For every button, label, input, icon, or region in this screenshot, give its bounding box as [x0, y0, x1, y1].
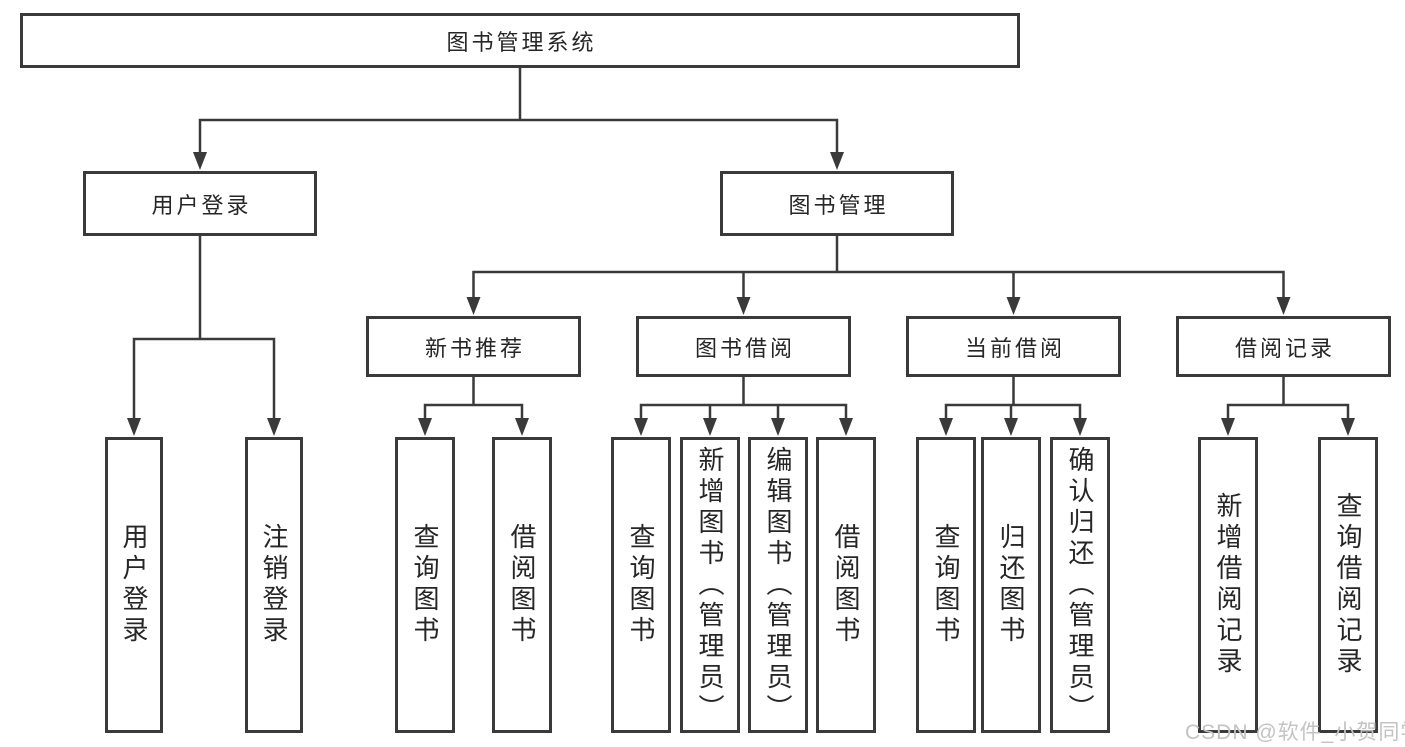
edge-book-management — [472, 234, 1285, 302]
node-label-borrow-books-1: 借阅图书 — [507, 523, 537, 647]
node-query-books-2: 查询图书 — [611, 437, 671, 733]
node-add-books-admin: 新增图书（管理员） — [680, 437, 740, 733]
edge-user-login-branch — [132, 234, 276, 423]
node-book-borrowing: 图书借阅 — [636, 316, 851, 377]
node-label-query-books-3: 查询图书 — [931, 523, 961, 647]
arrowhead-query-borrow-record — [1341, 418, 1355, 436]
arrowhead-query-books-2 — [634, 418, 648, 436]
node-borrow-books-2: 借阅图书 — [816, 437, 876, 733]
node-label-confirm-return-admin: 确认归还（管理员） — [1065, 445, 1095, 725]
node-label-logout-login: 注销登录 — [259, 523, 289, 647]
node-label-new-book-recommend: 新书推荐 — [424, 335, 525, 361]
node-borrowing-records: 借阅记录 — [1176, 316, 1391, 377]
arrowhead-return-books — [1004, 418, 1018, 436]
watermark: CSDN @软件_小贺同学 — [1185, 721, 1405, 744]
node-label-borrowing-records: 借阅记录 — [1234, 335, 1335, 361]
edge-borrowing-records — [1226, 375, 1350, 423]
node-label-user-login: 用户登录 — [119, 523, 149, 647]
arrowhead-logout-login — [267, 418, 281, 436]
node-user-login-branch: 用户登录 — [83, 171, 317, 236]
node-label-book-management: 图书管理 — [788, 192, 889, 218]
node-book-management: 图书管理 — [720, 171, 954, 236]
edge-book-borrowing — [639, 375, 848, 423]
arrowhead-borrow-books-2 — [839, 418, 853, 436]
node-new-book-recommend: 新书推荐 — [366, 316, 581, 377]
node-label-root: 图书管理系统 — [446, 29, 597, 55]
arrowhead-current-borrowing — [1006, 297, 1021, 315]
node-label-user-login-branch: 用户登录 — [151, 192, 252, 218]
node-label-query-borrow-record: 查询借阅记录 — [1333, 492, 1363, 678]
edge-new-book-recommend — [423, 375, 524, 423]
arrowhead-add-books-admin — [703, 418, 717, 436]
node-user-login: 用户登录 — [105, 437, 163, 733]
node-query-borrow-record: 查询借阅记录 — [1318, 437, 1378, 733]
arrowhead-user-login-branch — [193, 152, 207, 170]
arrowhead-query-books-1 — [418, 418, 432, 436]
node-confirm-return-admin: 确认归还（管理员） — [1050, 437, 1110, 733]
arrowhead-user-login — [127, 418, 141, 436]
node-label-current-borrowing: 当前借阅 — [964, 335, 1065, 361]
node-label-add-borrow-record: 新增借阅记录 — [1213, 492, 1243, 678]
node-logout-login: 注销登录 — [245, 437, 303, 733]
node-label-query-books-2: 查询图书 — [626, 523, 656, 647]
node-label-book-borrowing: 图书借阅 — [694, 335, 795, 361]
edge-root — [198, 66, 839, 157]
arrowhead-confirm-return-admin — [1073, 418, 1087, 436]
arrowhead-book-management — [830, 152, 844, 170]
arrowhead-add-borrow-record — [1221, 418, 1235, 436]
node-label-edit-books-admin: 编辑图书（管理员） — [763, 445, 793, 725]
node-return-books: 归还图书 — [981, 437, 1041, 733]
node-query-books-3: 查询图书 — [916, 437, 976, 733]
node-label-query-books-1: 查询图书 — [410, 523, 440, 647]
arrowhead-query-books-3 — [939, 418, 953, 436]
node-label-return-books: 归还图书 — [996, 523, 1026, 647]
node-label-borrow-books-2: 借阅图书 — [831, 523, 861, 647]
node-add-borrow-record: 新增借阅记录 — [1198, 437, 1258, 733]
node-current-borrowing: 当前借阅 — [906, 316, 1121, 377]
arrowhead-borrow-books-1 — [515, 418, 529, 436]
node-query-books-1: 查询图书 — [395, 437, 455, 733]
arrowhead-borrowing-records — [1276, 297, 1291, 315]
node-label-add-books-admin: 新增图书（管理员） — [695, 445, 725, 725]
arrowhead-book-borrowing — [736, 297, 751, 315]
node-borrow-books-1: 借阅图书 — [492, 437, 552, 733]
node-root: 图书管理系统 — [20, 13, 1020, 68]
edge-current-borrowing — [944, 375, 1082, 423]
arrowhead-new-book-recommend — [466, 297, 481, 315]
node-edit-books-admin: 编辑图书（管理员） — [748, 437, 808, 733]
arrowhead-edit-books-admin — [771, 418, 785, 436]
